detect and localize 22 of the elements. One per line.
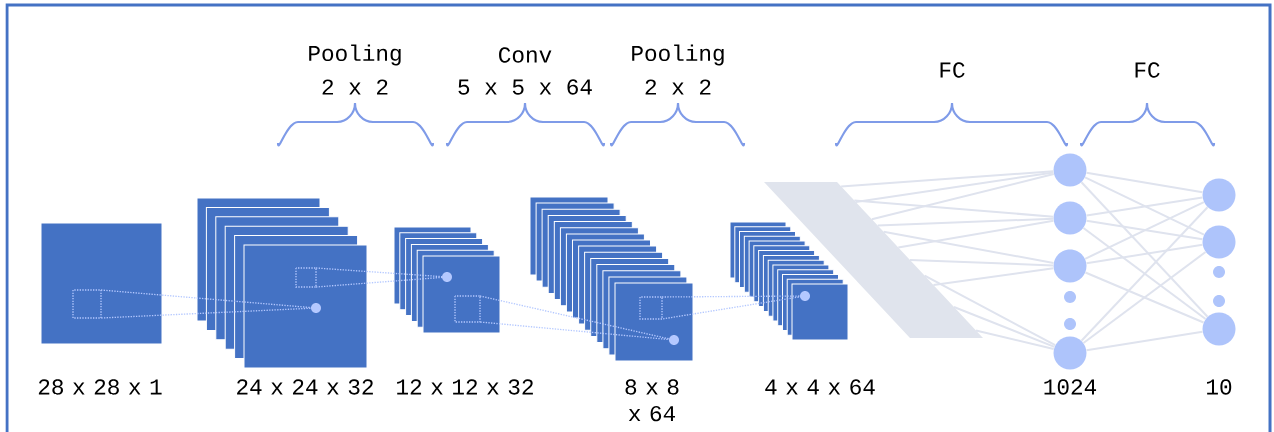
size-label: 28 x 28 x 1 [38,379,162,395]
neuron-circle [1053,201,1087,235]
layer-heading: FC [1135,62,1160,78]
neuron-circle [1202,178,1236,212]
neuron-circle [1202,312,1236,346]
layer-heading: 2 x 2 [322,79,388,95]
size-label: 12 x 12 x 32 [397,379,533,395]
size-label: 4 x 4 x 64 [765,379,875,395]
layer-heading: FC [940,62,965,78]
size-label: 24 x 24 x 32 [237,379,373,395]
neuron-circle [1053,336,1087,370]
size-label: 8 x 8 x 64 [625,379,679,422]
layer-heading: Pooling [309,44,401,66]
neuron-circle [1202,225,1236,259]
layer-heading: 2 x 2 [645,79,711,95]
layer-heading: 5 x 5 x 64 [458,79,592,95]
layer-slab [764,182,983,338]
neuron-circle [1053,153,1087,187]
size-label: 10 [1207,379,1232,395]
neuron-circle [1053,249,1087,283]
layer-heading: Conv [499,47,552,63]
layer-heading: Pooling [632,44,724,66]
